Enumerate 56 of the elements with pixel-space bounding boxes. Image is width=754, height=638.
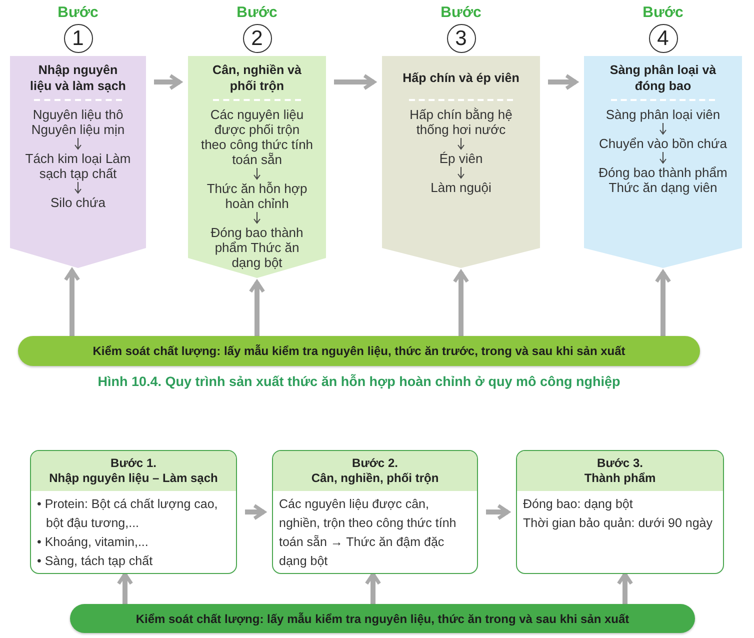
- step-text: Silo chứa: [50, 195, 106, 210]
- step-text: Hấp chín bằng hệ thống hơi nước: [408, 107, 514, 137]
- step-text: Sàng phân loại viên: [606, 107, 720, 122]
- arrow: [154, 74, 182, 90]
- step-card: [516, 450, 724, 574]
- bullet-item: • Sàng, tách tạp chất: [37, 553, 154, 570]
- card-title: Bước 1.: [110, 456, 156, 471]
- step-title: Cân, nghiền và phối trộn: [212, 62, 302, 94]
- card-text: Đóng bao: dạng bột: [523, 496, 634, 513]
- card-text: Các nguyên liệu được cân, nghiền, trộn theo công thức tính toán sẵn → Thức ăn đậm đặc dạng bột: [279, 496, 458, 570]
- step-card: [30, 450, 237, 574]
- arrow: [248, 280, 266, 336]
- arrow: [616, 572, 634, 604]
- arrow: [364, 572, 382, 604]
- step-text: Làm nguội: [430, 180, 492, 195]
- step-text: Chuyển vào bồn chứa: [599, 136, 727, 151]
- card-title: Nhập nguyên liệu – Làm sạch: [49, 471, 218, 486]
- bar-text: Kiểm soát chất lượng: lấy mẫu kiểm tra nguyên liệu, thức ăn trước, trong và sau khi sản xuất: [92, 344, 626, 358]
- step-number: 2: [242, 24, 272, 53]
- step-text: Các nguyên liệu được phối trộn theo công thức tính toán sẵn: [200, 107, 314, 167]
- card-title: Bước 3.: [597, 456, 643, 471]
- step-text: Thức ăn hỗn hợp hoàn chỉnh: [206, 181, 308, 211]
- arrow: [116, 572, 134, 604]
- bar-text: Kiểm soát chất lượng: lấy mẫu kiểm tra nguyên liệu, thức ăn trong và sau khi sản xuất: [136, 612, 630, 626]
- figure-caption: Hình 10.4. Quy trình sản xuất thức ăn hỗn hợp hoàn chỉnh ở quy mô công nghiệp: [96, 374, 622, 389]
- step-label: Bước: [58, 4, 98, 22]
- arrow: [245, 504, 266, 520]
- step-text: Đóng bao thành phẩm Thức ăn dạng viên: [598, 165, 728, 195]
- step-label: Bước: [642, 4, 684, 22]
- step-text: Nguyên liệu thô Nguyên liệu mịn: [30, 107, 126, 137]
- step-text: Tách kim loại Làm sạch tạp chất: [24, 151, 132, 181]
- arrow: [64, 268, 80, 336]
- step-number: 1: [64, 24, 92, 53]
- step-text: Đóng bao thành phẩm Thức ăn dạng bột: [210, 225, 304, 270]
- step-card: [272, 450, 478, 574]
- card-title: Bước 2.: [352, 456, 398, 471]
- step-title: Sàng phân loại và đóng bao: [608, 62, 718, 94]
- step-number: 4: [648, 24, 678, 53]
- card-title: Thành phẩm: [584, 471, 656, 486]
- arrow: [548, 74, 578, 90]
- step-label: Bước: [236, 4, 278, 22]
- quality-control-bar: [70, 604, 695, 633]
- bullet-item: • Protein: Bột cá chất lượng cao, bột đậu tương,...: [37, 496, 219, 532]
- card-title: Cân, nghiền, phối trộn: [311, 471, 439, 486]
- step-number: 3: [446, 24, 476, 53]
- step-label: Bước: [440, 4, 482, 22]
- arrow: [452, 270, 470, 336]
- quality-control-bar: [18, 336, 700, 366]
- arrow: [486, 504, 510, 520]
- arrow: [654, 270, 672, 336]
- card-text: Thời gian bảo quản: dưới 90 ngày: [523, 515, 714, 532]
- step-text: Ép viên: [439, 151, 483, 166]
- arrow: [334, 74, 376, 90]
- step-title: Nhập nguyên liệu và làm sạch: [29, 62, 127, 94]
- bullet-item: • Khoáng, vitamin,...: [37, 534, 150, 551]
- step-title: Hấp chín và ép viên: [402, 70, 520, 87]
